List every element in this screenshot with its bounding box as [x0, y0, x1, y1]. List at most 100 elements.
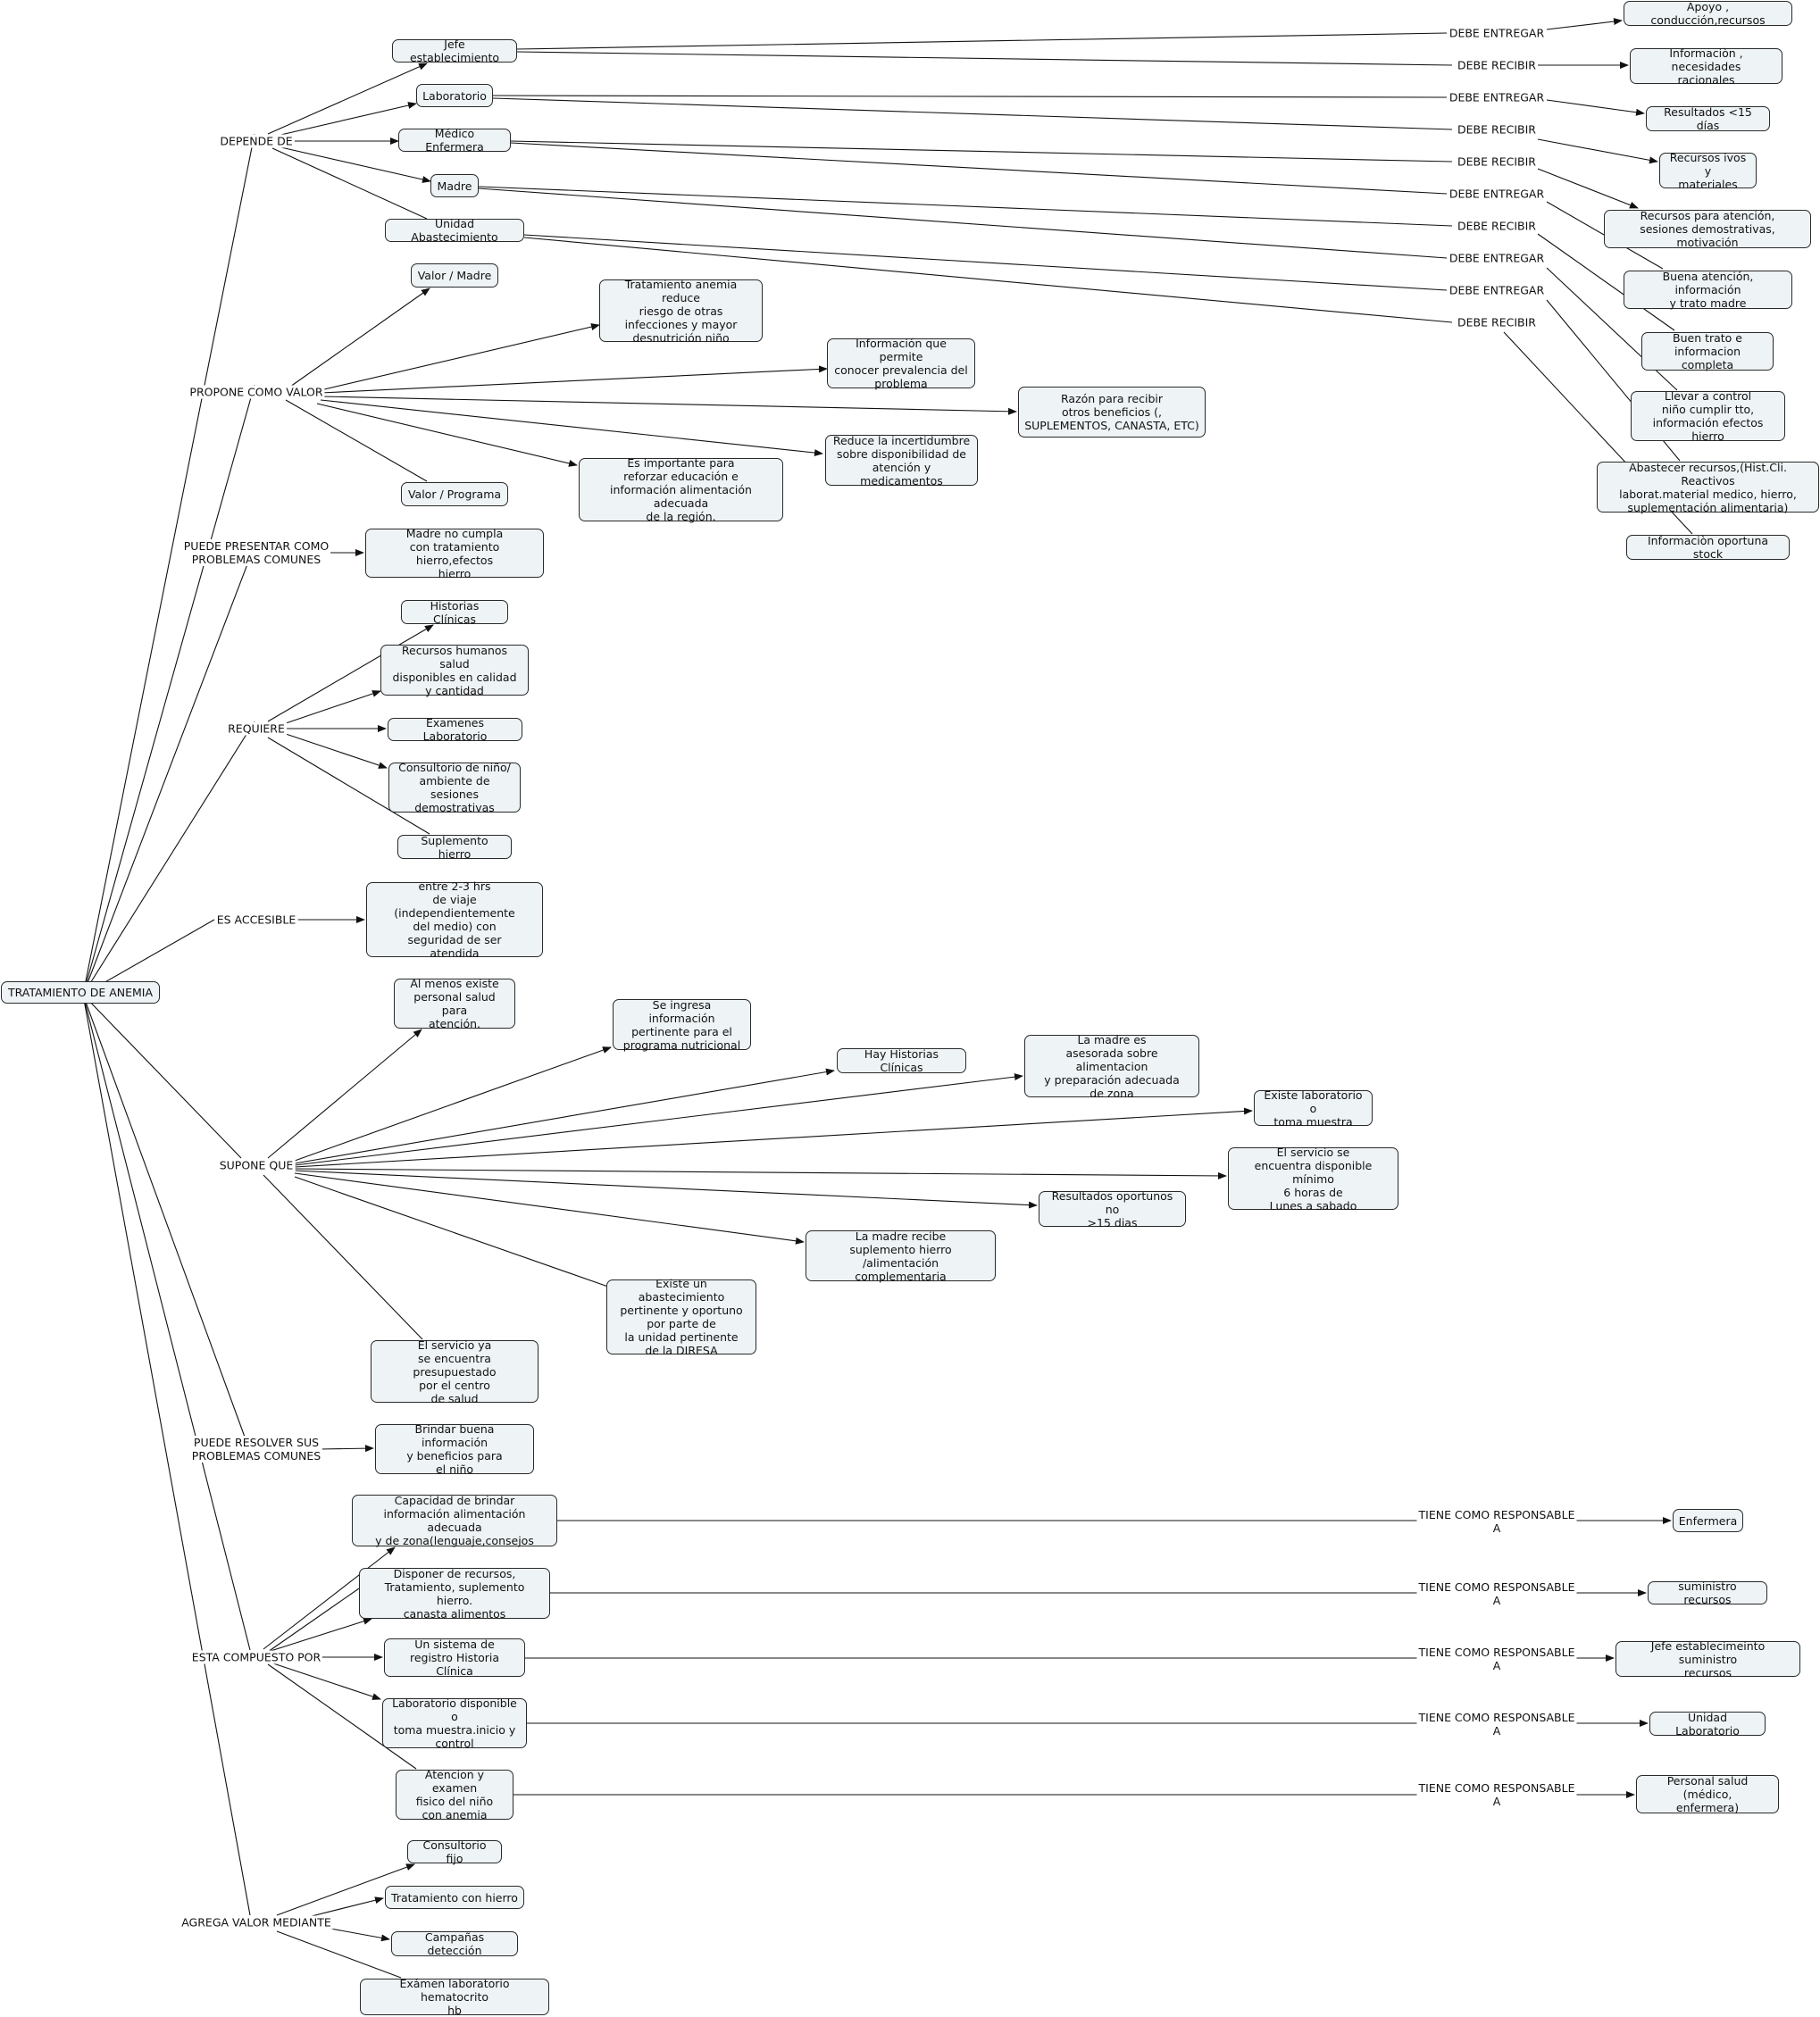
connector-line	[267, 624, 434, 722]
node-abastecer-recursos[interactable]: Abastecer recursos,(Hist.Cli. Reactivos …	[1597, 461, 1819, 514]
node-consultorio-fijo[interactable]: Consultorio fijo	[407, 1838, 502, 1865]
node-laboratorio[interactable]: Laboratorio	[416, 84, 493, 107]
node-examen-hematocrito[interactable]: Exámen laboratorio hematocrito hb	[360, 1977, 549, 2017]
link-esta-compuesto-por: ESTA COMPUESTO POR	[189, 1650, 323, 1664]
node-hay-historias[interactable]: Hay Historias Clínicas	[837, 1047, 966, 1074]
connector-line	[492, 97, 1453, 130]
connector-line	[510, 140, 1453, 163]
node-informacion-stock[interactable]: Informaciòn oportuna stock	[1626, 534, 1790, 561]
connector-line	[294, 1170, 1038, 1209]
node-personal-salud[interactable]: Personal salud (médico, enfermera)	[1636, 1774, 1779, 1814]
node-historias-clinicas[interactable]: Historias Clínicas	[401, 599, 508, 626]
connector-line	[516, 51, 1453, 66]
node-existe-abastecimiento[interactable]: Existe un abastecimiento pertinente y op…	[606, 1277, 756, 1357]
node-sistema-registro[interactable]: Un sistema de registro Historia Clínica	[384, 1638, 525, 1678]
connector-line	[82, 545, 255, 996]
node-recursos-humanos[interactable]: Recursos humanos salud disponibles en ca…	[380, 644, 529, 697]
node-valor-programa[interactable]: Valor / Programa	[401, 482, 508, 506]
node-jefe-establecimiento[interactable]: Jefe establecimiento	[392, 38, 517, 64]
node-servicio-disponible[interactable]: El servicio se encuentra disponible míni…	[1228, 1146, 1398, 1213]
connector-line	[285, 733, 388, 769]
node-examenes-laboratorio[interactable]: Examenes Laboratorio	[388, 716, 522, 743]
link-debe-recibir: DEBE RECIBIR	[1456, 219, 1538, 233]
node-accesible-horas[interactable]: entre 2-3 hrs de viaje (independientemen…	[366, 879, 543, 960]
node-se-ingresa-informacion[interactable]: Se ingresa información pertinente para e…	[613, 998, 751, 1052]
node-suplemento-hierro[interactable]: Suplemento hierro	[397, 834, 512, 861]
connector-line	[82, 721, 255, 996]
node-resultados-15-dias[interactable]: Resultados <15 días	[1646, 105, 1770, 132]
link-tiene-como-responsable: TIENE COMO RESPONSABLE A	[1416, 1508, 1577, 1535]
node-madre-recibe[interactable]: La madre recibe suplemento hierro /alime…	[806, 1229, 996, 1283]
node-unidad-laboratorio[interactable]: Unidad Laboratorio	[1649, 1711, 1766, 1738]
connector-line	[263, 1174, 423, 1340]
node-medico-enfermera[interactable]: Médico Enfermera	[398, 127, 511, 154]
connector-line	[1537, 233, 1675, 331]
connector-line	[510, 142, 1448, 195]
link-debe-entregar: DEBE ENTREGAR	[1447, 90, 1547, 104]
connector-line	[492, 95, 1448, 98]
node-tratamiento-con-hierro[interactable]: Tratamiento con hierro	[385, 1886, 524, 1909]
node-disponer-recursos[interactable]: Disponer de recursos, Tratamiento, suple…	[359, 1567, 550, 1621]
connector-line	[82, 994, 246, 1440]
connector-line	[82, 384, 255, 996]
node-brindar-buena-informacion[interactable]: Brindar buena información y beneficios p…	[375, 1422, 534, 1476]
node-buena-atencion[interactable]: Buena atención, información y trato madr…	[1624, 270, 1792, 310]
connector-line	[294, 1046, 612, 1162]
node-reduce-incertidumbre[interactable]: Reduce la incertidumbre sobre disponibil…	[825, 434, 978, 488]
node-es-importante[interactable]: Es importante para reforzar educación e …	[579, 456, 783, 523]
connector-line	[516, 32, 1448, 50]
connector-line	[267, 1617, 372, 1653]
node-atencion-examen[interactable]: Atencion y examen fisico del niño con an…	[396, 1768, 513, 1821]
node-unidad-abastecimiento[interactable]: Unidad Abastecimiento	[385, 217, 524, 244]
node-existe-laboratorio[interactable]: Existe laboratorio o toma muestra	[1254, 1088, 1373, 1129]
connector-line	[276, 102, 417, 137]
connector-line	[294, 1176, 609, 1288]
node-laboratorio-disponible[interactable]: Laboratorio disponible o toma muestra.in…	[382, 1696, 527, 1750]
link-tiene-como-responsable: TIENE COMO RESPONSABLE A	[1416, 1781, 1577, 1808]
node-llevar-control[interactable]: Llevar a control niño cumplir tto, infor…	[1631, 389, 1785, 443]
connector-line	[294, 1073, 1023, 1166]
node-recursos-para-atencion[interactable]: Recursos para atención, sesiones demostr…	[1604, 209, 1811, 249]
node-resultados-oportunos[interactable]: Resultados oportunos no >15 dias	[1039, 1189, 1186, 1229]
root-node-tratamiento-anemia[interactable]: TRATAMIENTO DE ANEMIA	[1, 981, 160, 1004]
link-supone-que: SUPONE QUE	[217, 1158, 296, 1172]
link-requiere: REQUIERE	[226, 721, 287, 736]
link-puede-resolver-problemas: PUEDE RESOLVER SUS PROBLEMAS COMUNES	[189, 1436, 323, 1463]
node-madre[interactable]: Madre	[430, 174, 479, 197]
link-debe-recibir: DEBE RECIBIR	[1456, 122, 1538, 137]
node-jefe-suministro[interactable]: Jefe establecimeinto suministro recursos	[1615, 1639, 1800, 1679]
connector-line	[1546, 18, 1623, 30]
node-campanas-deteccion[interactable]: Campañas detección	[391, 1930, 518, 1957]
link-agrega-valor-mediante: AGREGA VALOR MEDIANTE	[179, 1915, 333, 1929]
node-informacion-prevalencia[interactable]: Información que permite conocer prevalen…	[827, 337, 975, 390]
connector-line	[320, 399, 823, 457]
connector-line	[285, 690, 381, 724]
link-propone-como-valor: PROPONE COMO VALOR	[188, 385, 325, 399]
link-tiene-como-responsable: TIENE COMO RESPONSABLE A	[1416, 1711, 1577, 1738]
node-enfermera[interactable]: Enfermera	[1673, 1509, 1743, 1532]
connector-line	[319, 1445, 374, 1453]
node-recursos-ivos[interactable]: Recursos ivos y materiales	[1659, 151, 1757, 191]
node-buen-trato[interactable]: Buen trato e informacion completa	[1641, 331, 1774, 371]
node-informacion-necesidades[interactable]: Informaciòn , necesidades racionales	[1630, 46, 1782, 87]
node-tratamiento-reduce-riesgo[interactable]: Tratamiento anemia reduce riesgo de otra…	[599, 278, 763, 345]
node-servicio-presupuestado[interactable]: El servicio ya se encuentra presupuestad…	[371, 1338, 538, 1405]
connector-line	[82, 994, 251, 1651]
node-suministro-recursos[interactable]: suministro recursos	[1648, 1579, 1767, 1606]
node-madre-asesorada[interactable]: La madre es asesorada sobre alimentacion…	[1024, 1033, 1199, 1100]
node-al-menos-existe[interactable]: Al menos existe personal salud para aten…	[394, 977, 515, 1030]
link-debe-entregar: DEBE ENTREGAR	[1447, 251, 1547, 265]
node-valor-madre[interactable]: Valor / Madre	[411, 263, 498, 288]
connector-line	[276, 1863, 415, 1916]
node-consultorio-nino[interactable]: Consultorio de niño/ ambiente de sesione…	[388, 761, 521, 814]
link-tiene-como-responsable: TIENE COMO RESPONSABLE A	[1416, 1646, 1577, 1672]
node-capacidad-brindar[interactable]: Capacidad de brindar información aliment…	[352, 1494, 557, 1547]
connector-line	[276, 1930, 402, 1979]
node-apoyo-conduccion[interactable]: Apoyo , conducción,recursos	[1624, 0, 1792, 27]
node-razon-para-recibir[interactable]: Razón para recibir otros beneficios (, S…	[1018, 387, 1206, 438]
link-debe-entregar: DEBE ENTREGAR	[1447, 26, 1547, 40]
node-madre-no-cumpla[interactable]: Madre no cumpla con tratamiento hierro,e…	[365, 527, 544, 580]
connector-line	[320, 323, 600, 391]
